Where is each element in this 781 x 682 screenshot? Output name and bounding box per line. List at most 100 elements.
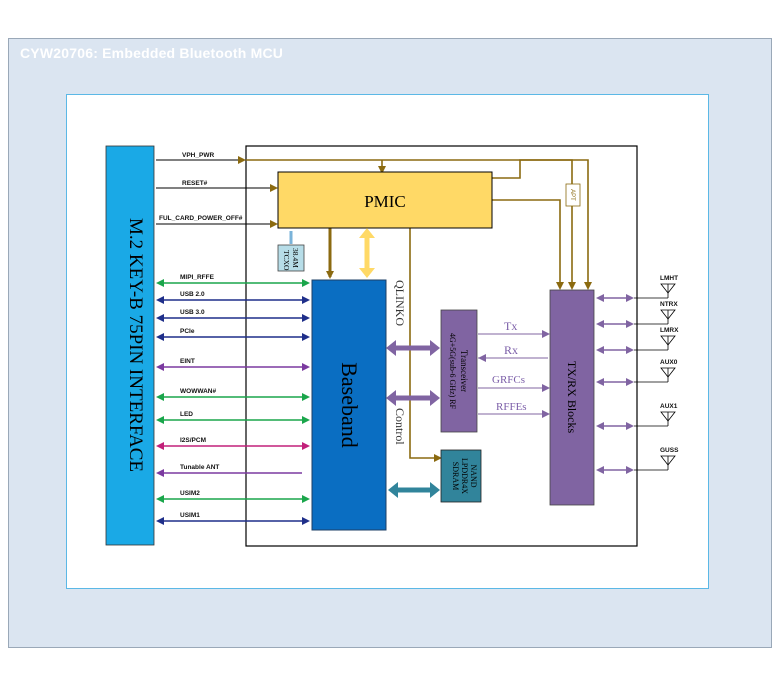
- interface-row: WOWWAN#: [156, 388, 310, 401]
- rx-arrow: [478, 354, 486, 362]
- antenna-port: NTRX: [596, 301, 678, 328]
- arrow-right: [302, 442, 310, 450]
- interface-row: USB 2.0: [156, 291, 310, 304]
- baseband-transceiver-links: [386, 340, 440, 406]
- arrow-left: [596, 346, 604, 354]
- arrow-right: [302, 296, 310, 304]
- qlink-arrow-left: [386, 340, 396, 356]
- arrow-left: [596, 466, 604, 474]
- antenna-label: AUX0: [660, 359, 678, 366]
- interface-row: I2S/PCM: [156, 437, 310, 450]
- rf-signals: Tx Rx GRFCs RFFEs: [478, 319, 550, 418]
- txrx-block: [549, 289, 595, 506]
- arrow-left: [596, 320, 604, 328]
- module-outline: [245, 145, 638, 547]
- interface-row: LED: [156, 411, 310, 424]
- lpddr-line3: SDRAM: [451, 462, 460, 490]
- rffes-label: RFFEs: [496, 401, 527, 413]
- arrow-left: [156, 314, 164, 322]
- antenna-icon: [660, 309, 676, 320]
- lpddr-arrow-right: [430, 482, 440, 498]
- arrow-right: [626, 378, 634, 386]
- txrx-label: TX/RX Blocks: [565, 361, 579, 434]
- antenna-icon: [660, 283, 676, 294]
- tx-arrow: [542, 330, 550, 338]
- arrow-left: [156, 416, 164, 424]
- arrow-right: [302, 333, 310, 341]
- baseband-label: Baseband: [337, 362, 362, 448]
- control-arrow-right: [430, 390, 440, 406]
- antenna-label: LMRX: [660, 327, 679, 334]
- interface-label: USIM2: [180, 490, 200, 497]
- arrow-right: [302, 416, 310, 424]
- pmic-baseband-arrow-up: [359, 228, 375, 238]
- arrow-left: [156, 333, 164, 341]
- tcxo-block: [277, 244, 305, 272]
- pmic-to-lpddr: [409, 228, 442, 462]
- arrow-right: [302, 314, 310, 322]
- arrow-right: [626, 422, 634, 430]
- tx-label: Tx: [504, 319, 517, 333]
- interface-label: PCIe: [180, 328, 195, 335]
- arrow-left: [156, 296, 164, 304]
- antenna-label: NTRX: [660, 301, 678, 308]
- interface-label: I2S/PCM: [180, 437, 206, 444]
- antenna-port: AUX1: [596, 403, 678, 430]
- arrow-right: [302, 495, 310, 503]
- vph-to-txrx: [246, 159, 592, 290]
- grfcs-arrow: [542, 384, 550, 392]
- qlink-arrow-right: [430, 340, 440, 356]
- transceiver-line2: 4G+5G(sub-6 GHz) RF: [448, 333, 457, 410]
- antenna-label: GUSS: [660, 447, 679, 454]
- interface-row: MIPI_RFFE: [156, 274, 310, 287]
- interface-row: EINT: [156, 358, 310, 371]
- arrow-right: [302, 279, 310, 287]
- pmic-to-txrx-b: [492, 199, 564, 290]
- pmic-label: PMIC: [364, 192, 406, 211]
- m2-interface-label: M.2 KEY-B 75PIN INTERFACE: [125, 218, 146, 472]
- arrow-right: [626, 346, 634, 354]
- arrow-right: [626, 320, 634, 328]
- lpddr-block: [440, 449, 482, 503]
- interface-label: USB 3.0: [180, 309, 205, 316]
- antenna-port: AUX0: [596, 359, 678, 386]
- apt-label: APT: [569, 189, 575, 201]
- arrow-right: [302, 363, 310, 371]
- lpddr-line1: NAND: [469, 464, 478, 487]
- antenna-icon: [660, 411, 676, 422]
- interface-row: Tunable ANT: [156, 464, 302, 477]
- arrow-right: [302, 393, 310, 401]
- antenna-port: GUSS: [596, 447, 679, 474]
- arrow-left: [156, 279, 164, 287]
- arrow-left: [596, 294, 604, 302]
- interface-row: USIM2: [156, 490, 310, 503]
- interface-label: USB 2.0: [180, 291, 205, 298]
- baseband-block: [311, 279, 387, 531]
- interface-label: Tunable ANT: [180, 464, 219, 471]
- arrow-left: [596, 422, 604, 430]
- antenna-icon: [660, 455, 676, 466]
- lpddr-arrow-left: [388, 482, 398, 498]
- arrow-left: [156, 495, 164, 503]
- interface-label: EINT: [180, 358, 195, 365]
- interface-row: USIM1: [156, 512, 310, 525]
- rffes-arrow: [542, 410, 550, 418]
- arrow-left: [596, 378, 604, 386]
- antenna-icon: [660, 367, 676, 378]
- rx-label: Rx: [504, 343, 518, 357]
- antenna-label: AUX1: [660, 403, 678, 410]
- interface-row: USB 3.0: [156, 309, 310, 322]
- tcxo-line2: TCXO: [282, 250, 291, 271]
- antenna-port: LMHT: [596, 275, 678, 302]
- interface-label: USIM1: [180, 512, 200, 519]
- arrow-right: [302, 517, 310, 525]
- apt-box: [565, 183, 581, 207]
- control-label: Control: [393, 408, 407, 445]
- interface-row: PCIe: [156, 328, 310, 341]
- vph-pwr-label: VPH_PWR: [182, 152, 214, 159]
- transceiver-block: [440, 309, 478, 433]
- slide-title: CYW20706: Embedded Bluetooth MCU: [20, 45, 284, 61]
